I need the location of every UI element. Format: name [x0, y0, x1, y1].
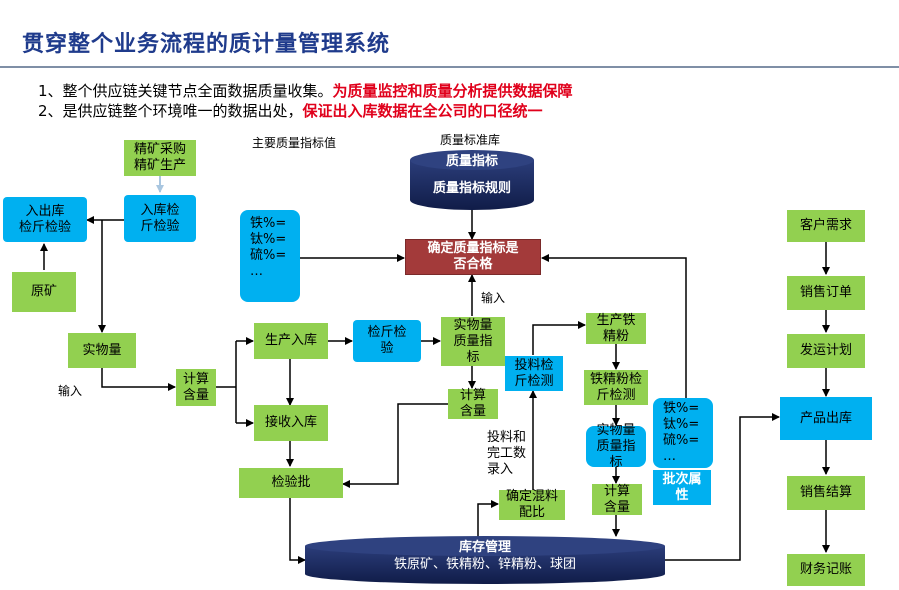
- db-top-line2: 质量指标规则: [432, 181, 511, 196]
- page-title: 贯穿整个业务流程的质计量管理系统: [22, 32, 391, 57]
- intro-line-2: 2、是供应链整个环境唯一的数据出处，保证出入库数据在全公司的口径统一: [38, 100, 543, 121]
- node-sales-order: 销售订单: [787, 276, 865, 310]
- label-input-mid: 输入: [481, 291, 506, 305]
- node-raw-ore: 原矿: [12, 272, 76, 312]
- node-receive-in: 接收入库: [254, 405, 328, 441]
- node-ship-plan: 发运计划: [787, 334, 865, 368]
- db-top-line1: 质量指标: [445, 154, 498, 169]
- node-confirm-quality: 确定质量指标是 否合格: [405, 239, 541, 275]
- node-mine-purchase: 精矿采购 精矿生产: [124, 140, 196, 176]
- node-calc3: 计算 含量: [592, 484, 642, 515]
- db-bottom-line1: 库存管理: [458, 540, 511, 555]
- inventory-db: [305, 536, 665, 584]
- intro-line-1: 1、整个供应链关键节点全面数据质量收集。为质量监控和质量分析提供数据保障: [38, 80, 573, 101]
- node-feed-check: 投料检 斤检测: [505, 356, 563, 391]
- node-iron-check: 铁精粉检 斤检测: [584, 370, 648, 405]
- label-input-left: 输入: [58, 384, 83, 398]
- node-physical: 实物量: [68, 333, 136, 368]
- node-phys-qual: 实物量 质量指 标: [441, 317, 505, 366]
- elements-list-2-item: 硫%=: [663, 433, 700, 448]
- quality-standard-db: [410, 150, 534, 210]
- label-quality-std-lib: 质量标准库: [440, 133, 501, 147]
- elements-list-2-item: 铁%=: [663, 401, 700, 416]
- node-in-check: 入库检 斤检验: [124, 195, 196, 242]
- elements-list-1-item: 钛%=: [250, 232, 287, 247]
- node-prod-out: 产品出库: [780, 397, 872, 440]
- label-main-index-values: 主要质量指标值: [252, 136, 337, 150]
- node-prod-in: 生产入库: [254, 323, 328, 359]
- node-phys-qual2: 实物量 质量指 标: [586, 423, 646, 470]
- node-batch-attr: 批次属 性: [653, 470, 711, 505]
- title-divider: [0, 66, 899, 68]
- node-inspect-batch: 检验批: [239, 468, 343, 498]
- node-sales-settle: 销售结算: [787, 476, 865, 510]
- node-mix-ratio: 确定混料 配比: [499, 489, 565, 520]
- intro-line-2-text: 2、是供应链整个环境唯一的数据出处，: [38, 102, 303, 120]
- node-prod-iron: 生产铁 精粉: [586, 313, 646, 344]
- node-customer: 客户需求: [787, 210, 865, 242]
- node-calc2: 计算 含量: [448, 388, 498, 419]
- elements-list-1-item: 铁%=: [250, 216, 287, 231]
- intro-line-2-highlight: 保证出入库数据在全公司的口径统一: [302, 102, 543, 120]
- label-feed-complete: 投料和 完工数 录入: [487, 430, 527, 477]
- elements-list-1-item: 硫%=: [250, 248, 287, 263]
- elements-list-2-item: …: [663, 449, 676, 464]
- node-finance: 财务记账: [787, 554, 865, 586]
- node-calc1: 计算 含量: [176, 369, 216, 406]
- elements-list-2: 铁%= 钛%= 硫%= …: [653, 398, 713, 468]
- intro-line-1-highlight: 为质量监控和质量分析提供数据保障: [332, 82, 573, 100]
- node-in-out-check: 入出库 检斤检验: [3, 197, 87, 242]
- node-weigh-check: 检斤检 验: [353, 320, 421, 362]
- elements-list-2-item: 钛%=: [663, 417, 700, 432]
- elements-list-1: 铁%= 钛%= 硫%= …: [240, 210, 300, 302]
- intro-line-1-text: 1、整个供应链关键节点全面数据质量收集。: [38, 82, 333, 100]
- db-bottom-line2: 铁原矿、铁精粉、锌精粉、球团: [393, 557, 576, 572]
- elements-list-1-item: …: [250, 264, 263, 279]
